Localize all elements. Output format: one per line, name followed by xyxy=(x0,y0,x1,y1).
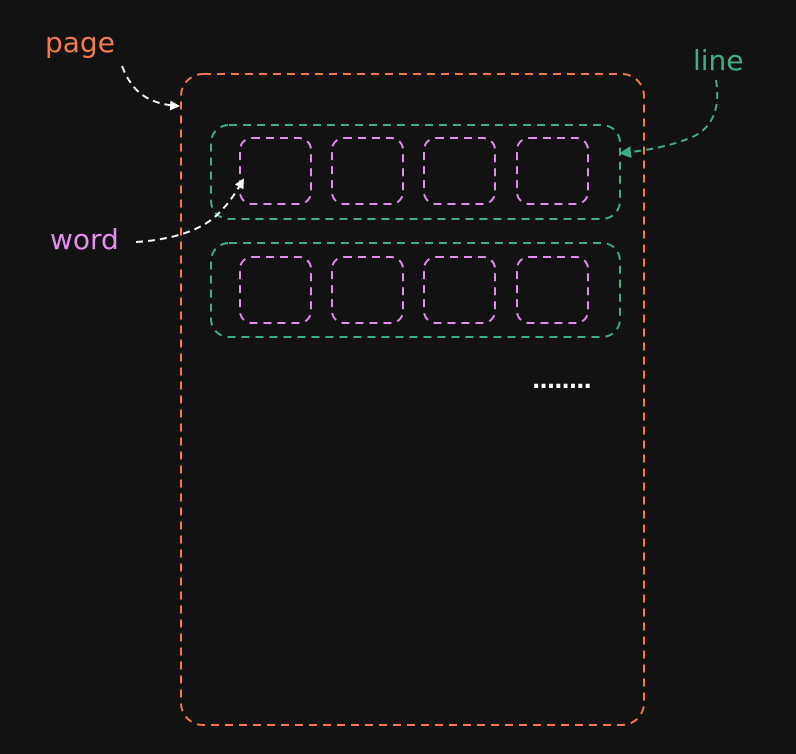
page-label: page xyxy=(45,26,115,59)
page-arrow xyxy=(121,65,180,111)
ellipsis: ........ xyxy=(532,369,591,394)
word-arrow xyxy=(135,178,244,243)
word-label: word xyxy=(50,223,119,256)
word-box xyxy=(516,137,589,205)
line-box-1 xyxy=(210,124,621,220)
word-box xyxy=(331,137,404,205)
word-box xyxy=(239,256,312,324)
line-label: line xyxy=(693,44,744,77)
word-box xyxy=(331,256,404,324)
line-box-2 xyxy=(210,242,621,338)
line-arrow xyxy=(619,79,719,159)
word-box xyxy=(239,137,312,205)
page-box xyxy=(180,73,645,726)
word-box xyxy=(516,256,589,324)
word-box xyxy=(423,137,496,205)
word-box xyxy=(423,256,496,324)
